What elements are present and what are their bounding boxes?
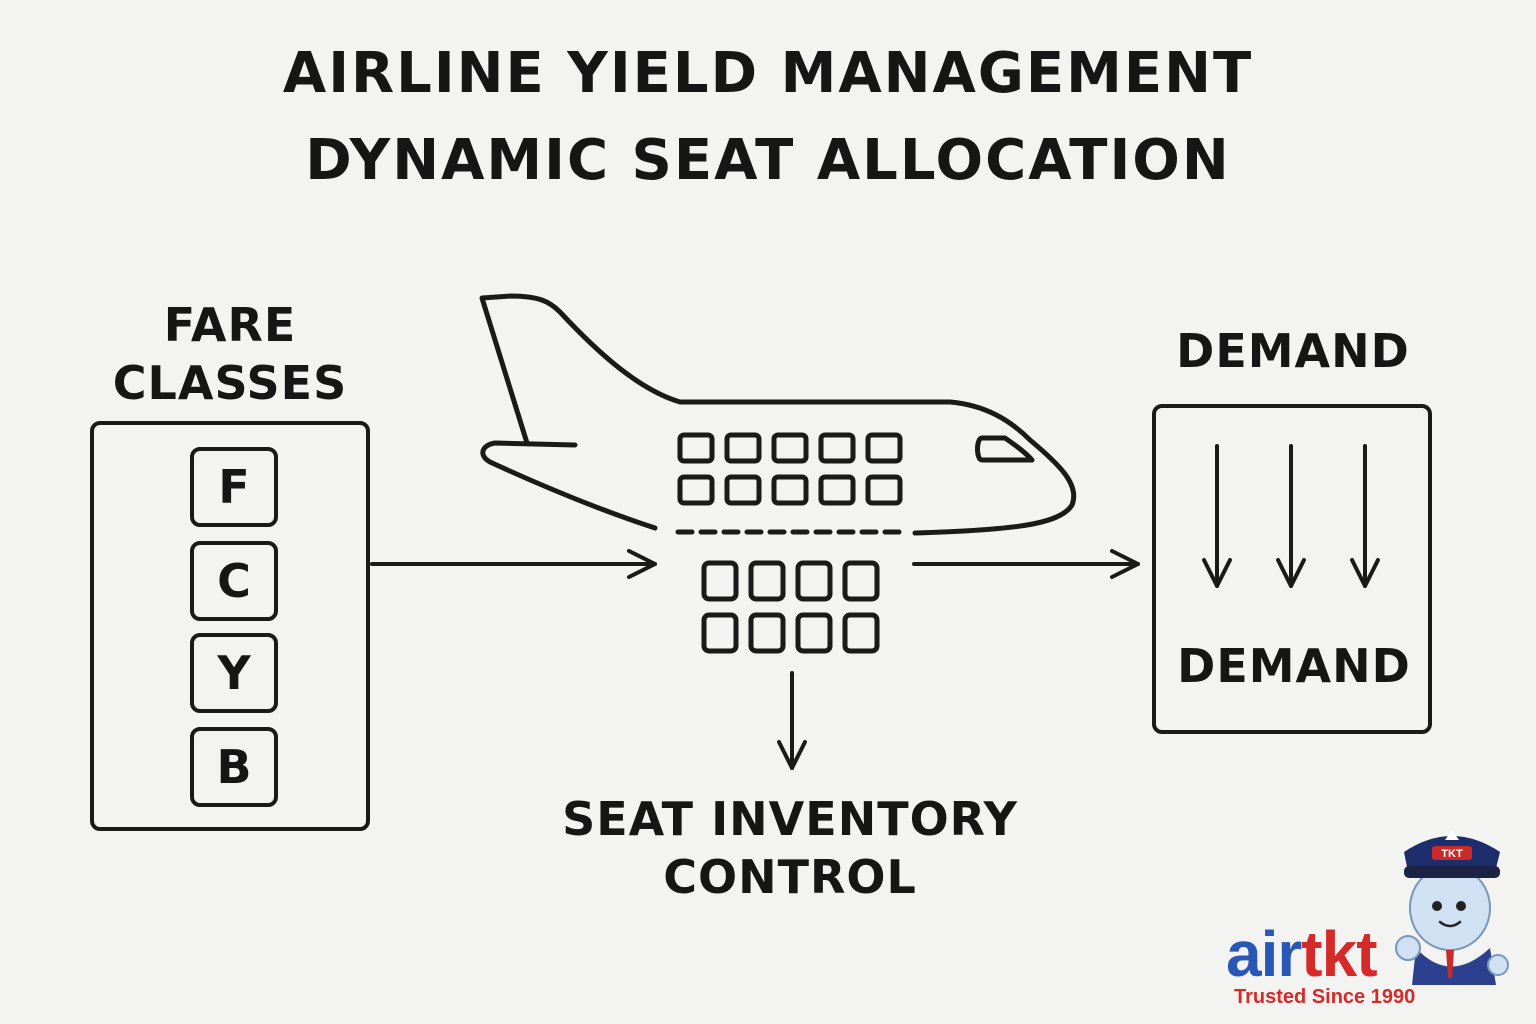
mascot-pilot-icon: TKT	[1395, 830, 1509, 985]
cabin-seat	[865, 432, 903, 464]
mascot-badge-text: TKT	[1441, 848, 1463, 860]
inventory-seat	[701, 612, 739, 654]
logo-word-tkt: tkt	[1301, 918, 1377, 990]
cabin-seat	[865, 474, 903, 506]
airplane-fuselage-top	[479, 293, 1077, 536]
demand-label-bottom: DEMAND	[1177, 639, 1411, 693]
inventory-seat	[795, 612, 833, 654]
cabin-seats	[677, 432, 903, 506]
seat-inventory-label-line2: CONTROL	[663, 850, 917, 904]
inventory-seat	[748, 612, 786, 654]
cabin-seat	[677, 432, 715, 464]
inventory-seat	[748, 560, 786, 602]
demand-box	[1152, 404, 1432, 734]
airtkt-logo: airtkt Trusted Since 1990	[1226, 922, 1426, 1012]
seat-inventory-label: SEAT INVENTORY CONTROL	[540, 790, 1040, 906]
fare-class-y: Y	[190, 633, 278, 713]
cabin-seat	[771, 474, 809, 506]
fare-classes-label-line1: FARE	[163, 298, 297, 352]
cabin-seat	[818, 474, 856, 506]
diagram-title-line1: AIRLINE YIELD MANAGEMENT	[282, 41, 1254, 106]
logo-wordmark: airtkt	[1226, 922, 1378, 986]
fare-classes-label: FARE CLASSES	[90, 296, 370, 412]
inventory-seat	[795, 560, 833, 602]
logo-word-air: air	[1226, 918, 1302, 990]
demand-label-top: DEMAND	[1176, 324, 1410, 378]
inventory-seat	[842, 560, 880, 602]
inventory-seats	[701, 560, 880, 654]
cabin-seat	[677, 474, 715, 506]
cabin-seat	[771, 432, 809, 464]
fare-classes-label-line2: CLASSES	[112, 356, 348, 410]
inventory-seat	[701, 560, 739, 602]
cabin-seat	[724, 432, 762, 464]
cabin-seat	[818, 432, 856, 464]
fare-class-f: F	[190, 447, 278, 527]
cabin-seat	[724, 474, 762, 506]
inventory-seat	[842, 612, 880, 654]
airplane-fuselage	[480, 440, 658, 531]
fare-classes-box: F C Y B	[90, 421, 370, 831]
seat-inventory-label-line1: SEAT INVENTORY	[562, 792, 1018, 846]
cockpit-window	[975, 435, 1035, 463]
logo-tagline: Trusted Since 1990	[1234, 986, 1416, 1008]
fare-class-b: B	[190, 727, 278, 807]
fare-class-c: C	[190, 541, 278, 621]
diagram-title-line2: DYNAMIC SEAT ALLOCATION	[305, 128, 1231, 193]
